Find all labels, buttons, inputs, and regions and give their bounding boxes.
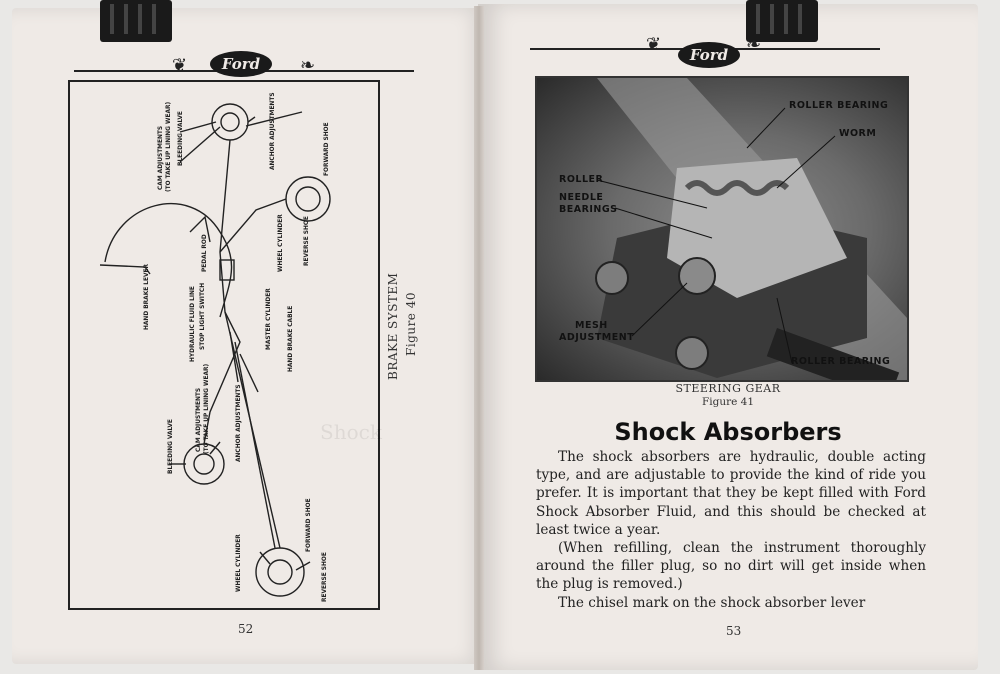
label-master-cylinder: MASTER CYLINDER — [264, 288, 272, 350]
label-reverse-shoe-top: REVERSE SHOE — [302, 216, 310, 266]
book-spine — [474, 6, 484, 670]
paragraph-3: The chisel mark on the shock absorber le… — [558, 594, 866, 611]
ford-logo-left: Ford — [210, 51, 272, 77]
label-forward-shoe-top: FORWARD SHOE — [322, 122, 330, 176]
scroll-ornament-icon: ❧ — [746, 34, 762, 55]
page-number-left: 52 — [238, 622, 254, 636]
label-cam-adjustments-top-note: (TO TAKE UP LINING WEAR) — [164, 101, 172, 192]
figure-40-number: Figure 40 — [404, 292, 418, 356]
scroll-ornament-icon: ❧ — [300, 55, 316, 76]
brake-system-diagram — [99, 103, 331, 597]
right-page-content: ❦ ❧ Ford ROLLER BEARING WORM ROLLER NEE — [478, 4, 978, 670]
paragraph-1: The shock absorbers are hydraulic, doubl… — [536, 449, 926, 538]
label-needle-bearings-2: BEARINGS — [559, 204, 618, 215]
steering-gear-illustration — [595, 78, 907, 380]
figure-41-caption: STEERING GEAR — [675, 382, 781, 395]
steering-gear-photo: ROLLER BEARING WORM ROLLER NEEDLE BEARIN… — [535, 76, 909, 382]
label-hand-brake-lever: HAND BRAKE LEVER — [142, 264, 150, 330]
page-number-right: 53 — [726, 624, 742, 638]
left-page — [12, 8, 487, 664]
figure-40-caption: BRAKE SYSTEM — [386, 272, 400, 380]
paragraph-2: (When refilling, clean the instrument th… — [536, 540, 926, 593]
section-heading: Shock Absorbers — [614, 418, 842, 446]
label-anchor-adjustments-top: ANCHOR ADJUSTMENTS — [268, 92, 276, 170]
label-cam-adjustments-bottom: CAM ADJUSTMENTS — [194, 387, 202, 452]
label-worm: WORM — [839, 128, 877, 139]
binder-clip-right — [746, 0, 818, 42]
label-stop-light-switch: STOP LIGHT SWITCH — [198, 282, 206, 350]
label-roller-bearing-top: ROLLER BEARING — [789, 100, 889, 111]
label-anchor-adjustments-bottom: ANCHOR ADJUSTMENTS — [234, 384, 242, 462]
scroll-ornament-icon: ❦ — [172, 55, 188, 76]
label-roller-bearing-bottom: ROLLER BEARING — [791, 356, 891, 367]
label-reverse-shoe-bottom: REVERSE SHOE — [320, 552, 328, 602]
label-hand-brake-cable: HAND BRAKE CABLE — [286, 305, 294, 372]
binder-clip-left — [100, 0, 172, 42]
ford-logo-right: Ford — [678, 42, 740, 68]
label-mesh-adjustment-2: ADJUSTMENT — [559, 332, 635, 343]
label-wheel-cylinder-top: WHEEL CYLINDER — [276, 214, 284, 272]
label-wheel-cylinder-bottom: WHEEL CYLINDER — [234, 534, 242, 592]
label-forward-shoe-bottom: FORWARD SHOE — [304, 498, 312, 552]
scroll-ornament-icon: ❦ — [646, 34, 662, 55]
label-pedal-rod: PEDAL ROD — [200, 234, 208, 272]
label-cam-adjustments-top: CAM ADJUSTMENTS — [156, 125, 164, 190]
brake-diagram-frame: CAM ADJUSTMENTS (TO TAKE UP LINING WEAR)… — [68, 80, 380, 610]
label-needle-bearings-1: NEEDLE — [559, 192, 604, 203]
figure-41-number: Figure 41 — [701, 396, 755, 408]
label-bleeding-valve-bottom: BLEEDING VALVE — [166, 419, 174, 474]
label-mesh-adjustment-1: MESH — [575, 320, 608, 331]
label-cam-adjustments-bottom-note: (TO TAKE UP LINING WEAR) — [202, 363, 210, 454]
label-bleeding-valve-top: BLEEDING VALVE — [176, 111, 184, 166]
label-hydraulic-fluid-line: HYDRAULIC FLUID LINE — [188, 286, 196, 362]
label-roller: ROLLER — [559, 174, 604, 185]
bleed-through-shadow: Shock — [320, 420, 382, 444]
body-text: The shock absorbers are hydraulic, doubl… — [536, 448, 926, 612]
